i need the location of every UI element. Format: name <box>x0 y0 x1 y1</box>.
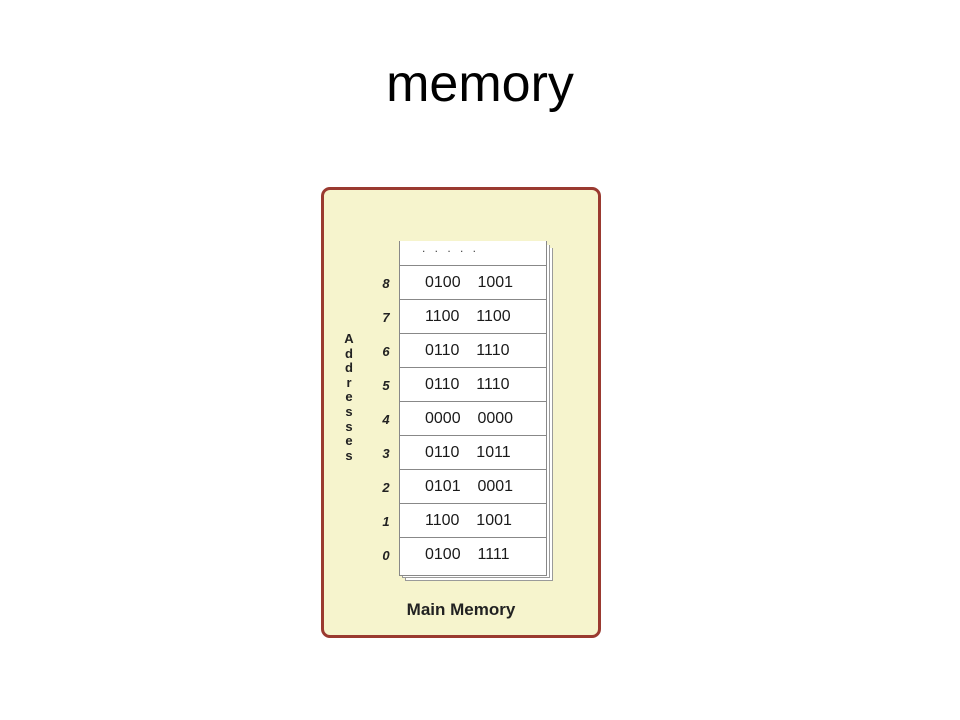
memory-cell: 1100 1100 <box>400 300 546 334</box>
address-list: 8 7 6 5 4 3 2 1 0 <box>374 267 398 573</box>
address-label: 7 <box>382 310 390 325</box>
address-label: 0 <box>382 548 390 563</box>
memory-cell: 0100 1001 <box>400 266 546 300</box>
address-label: 6 <box>382 344 390 359</box>
address-label: 2 <box>382 480 390 495</box>
address-label: 4 <box>382 412 390 427</box>
memory-cell: 1100 1001 <box>400 504 546 538</box>
memory-cell: 0110 1110 <box>400 334 546 368</box>
memory-cell-stack: . . . . . 0100 1001 1100 1100 0110 1110 … <box>399 241 547 576</box>
memory-cell: 0110 1110 <box>400 368 546 402</box>
memory-cell: 0101 0001 <box>400 470 546 504</box>
address-label: 1 <box>382 514 390 529</box>
slide-title: memory <box>386 55 574 113</box>
memory-cell: 0100 1111 <box>425 546 510 563</box>
memory-cell: 0110 1011 <box>400 436 546 470</box>
address-label: 3 <box>382 446 390 461</box>
main-memory-caption: Main Memory <box>406 600 516 619</box>
address-label: 8 <box>382 276 390 291</box>
addresses-axis-label: Addresses <box>344 331 354 463</box>
address-label: 5 <box>382 378 390 393</box>
continuation-marker: . . . . . <box>400 241 546 266</box>
memory-cell: 0000 0000 <box>400 402 546 436</box>
